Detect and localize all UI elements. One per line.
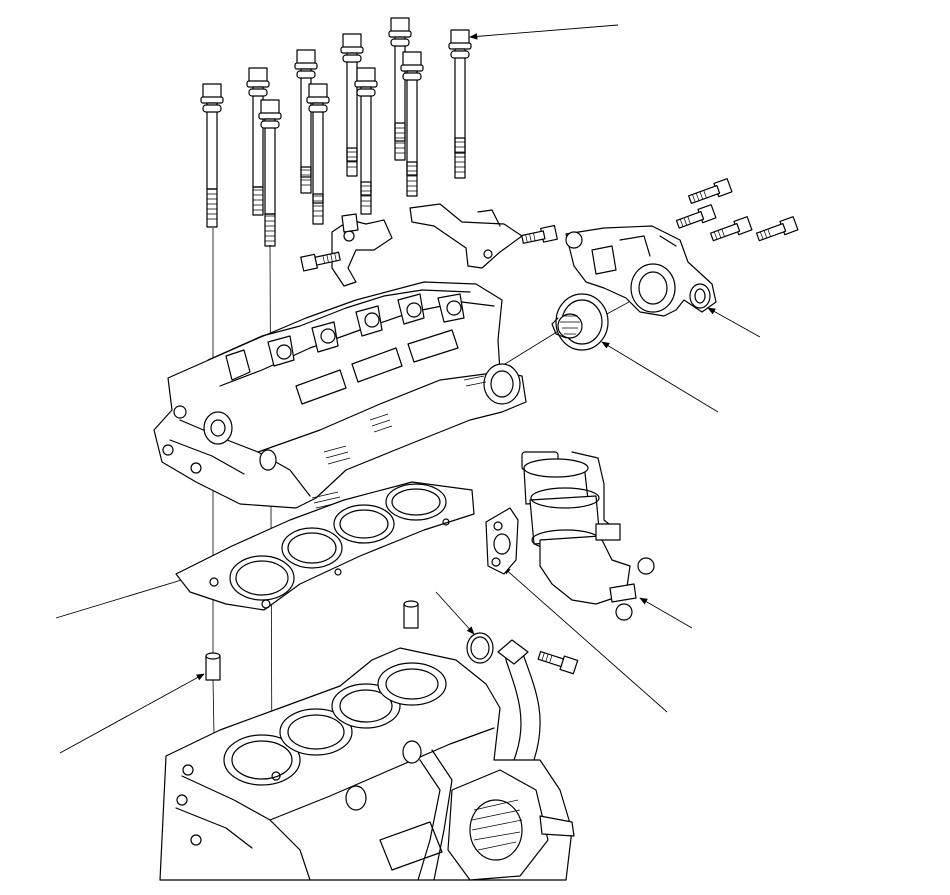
- engine-hanger-brackets: [332, 204, 522, 286]
- leader-head-bolts: [469, 25, 618, 40]
- egr-valve: [522, 452, 654, 620]
- dowel-pins: [206, 601, 418, 680]
- head-bolt: [401, 52, 423, 196]
- head-bolt: [341, 34, 363, 176]
- leader-egr-valve: [639, 597, 692, 628]
- thermostat-housing: [566, 226, 716, 316]
- leader-head-gasket: [56, 574, 199, 618]
- coolant-hose: [498, 640, 578, 790]
- head-bolt: [247, 68, 269, 215]
- leader-egr-gasket: [502, 566, 667, 712]
- head-gasket: [176, 482, 474, 610]
- egr-gasket: [486, 508, 518, 574]
- head-bolt: [355, 68, 377, 214]
- rocker-arms: [226, 294, 464, 380]
- thermostat: [552, 294, 608, 350]
- head-bolt: [295, 50, 317, 193]
- dowel-pin: [206, 653, 220, 680]
- cylinder-head: [154, 282, 526, 508]
- head-bolt: [389, 18, 411, 160]
- head-bolt: [449, 30, 471, 178]
- cylinder-block: [160, 648, 574, 880]
- small-bolts: [301, 179, 798, 271]
- dowel-pin: [404, 601, 418, 628]
- leader-dowel-pin: [60, 674, 205, 753]
- callout-leaders: [56, 25, 760, 753]
- o-ring: [467, 633, 493, 663]
- head-bolt: [307, 84, 329, 224]
- leader-thermostat: [601, 341, 718, 412]
- head-bolt: [259, 100, 281, 246]
- head-bolts: [201, 18, 471, 246]
- leader-thermostat-housing: [707, 307, 760, 337]
- head-bolt: [201, 84, 223, 227]
- leader-o-ring: [436, 592, 475, 635]
